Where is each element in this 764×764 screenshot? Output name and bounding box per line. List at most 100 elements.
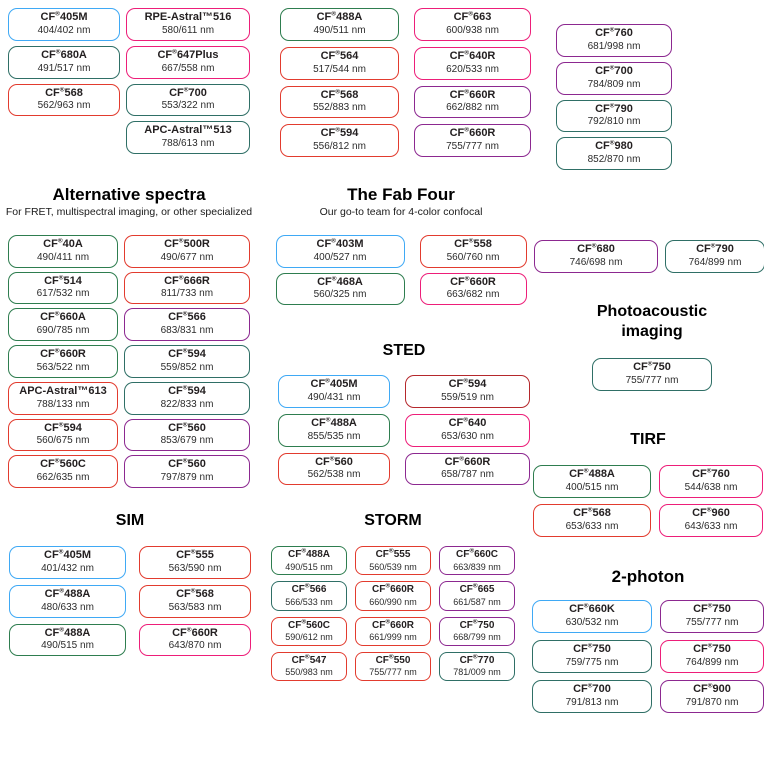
- dye-name: CF®647Plus: [157, 48, 219, 61]
- dye-name: CF®558: [454, 237, 492, 250]
- dye-ex-em: 560/325 nm: [313, 289, 367, 301]
- dye-name: CF®750: [633, 360, 671, 373]
- dye-ex-em: 661/587 nm: [453, 596, 501, 607]
- dye-name: CF®488A: [287, 547, 331, 560]
- dye-ex-em: 663/682 nm: [446, 289, 500, 301]
- section-title-sted: STED: [382, 342, 426, 359]
- section-subtitle-alternative-spectra: For FRET, multispectral imaging, or othe…: [5, 206, 253, 219]
- dye-ex-em: 580/611 nm: [161, 24, 215, 36]
- dye-ex-em: 617/532 nm: [36, 288, 90, 300]
- dye-name: CF®660R: [449, 126, 496, 140]
- dye-ex-em: 755/777 nm: [369, 667, 417, 678]
- dye-ex-em: 759/775 nm: [565, 656, 619, 668]
- dye-ex-em: 643/870 nm: [168, 640, 222, 652]
- dye-name: CF®660R: [371, 582, 415, 596]
- dye-name: CF®560: [315, 454, 353, 468]
- dye-name: CF®660R: [371, 618, 415, 631]
- dye-ex-em: 490/431 nm: [307, 391, 361, 403]
- dye-ex-em: 690/785 nm: [36, 325, 90, 337]
- dye-name: CF®594: [168, 384, 206, 397]
- dye-name: CF®660R: [172, 625, 218, 639]
- dye-ex-em: 550/983 nm: [285, 667, 333, 678]
- dye-ex-em: 662/635 nm: [36, 472, 90, 484]
- dye-name: CF®660R: [40, 347, 86, 361]
- dye-ex-em: 784/809 nm: [587, 78, 641, 90]
- dye-ex-em: 490/411 nm: [36, 251, 90, 263]
- dye-name: CF®960: [692, 506, 730, 519]
- dye-ex-em: 681/998 nm: [587, 40, 641, 52]
- dye-name: CF®405M: [310, 377, 358, 390]
- dye-ex-em: 788/613 nm: [161, 138, 215, 149]
- dye-name: CF®555: [375, 547, 411, 560]
- dye-name: CF®568: [573, 506, 611, 519]
- dye-name: CF®640: [448, 416, 487, 429]
- dye-name: CF®488A: [569, 467, 615, 480]
- dye-ex-em: 746/698 nm: [569, 256, 623, 268]
- dye-name: CF®665: [459, 582, 495, 596]
- dye-name: CF®488A: [44, 625, 91, 639]
- dye-ex-em: 566/533 nm: [285, 596, 333, 607]
- dye-name: CF®680: [577, 242, 615, 255]
- dye-name: CF®663: [453, 10, 492, 23]
- dye-ex-em: 559/519 nm: [441, 391, 494, 403]
- dye-name: CF®760: [692, 467, 730, 480]
- dye-ex-em: 563/583 nm: [168, 601, 222, 613]
- dye-name: CF®700: [169, 85, 207, 99]
- section-title-two-photon: 2-photon: [611, 567, 685, 586]
- dye-name: CF®660R: [449, 87, 496, 101]
- section-subtitle-fab-four: Our go-to team for 4-color confocal: [319, 206, 483, 219]
- dye-ex-em: 490/515 nm: [285, 561, 333, 572]
- dye-ex-em: 653/633 nm: [565, 520, 619, 532]
- dye-ex-em: 560/675 nm: [36, 435, 90, 447]
- dye-name: CF®900: [693, 682, 731, 695]
- dye-name: CF®488A: [316, 10, 363, 23]
- dye-name: CF®564: [320, 49, 359, 62]
- dye-name: CF®550: [375, 653, 411, 666]
- dye-name: CF®660R: [444, 454, 491, 468]
- dye-ex-em: 755/777 nm: [446, 141, 499, 152]
